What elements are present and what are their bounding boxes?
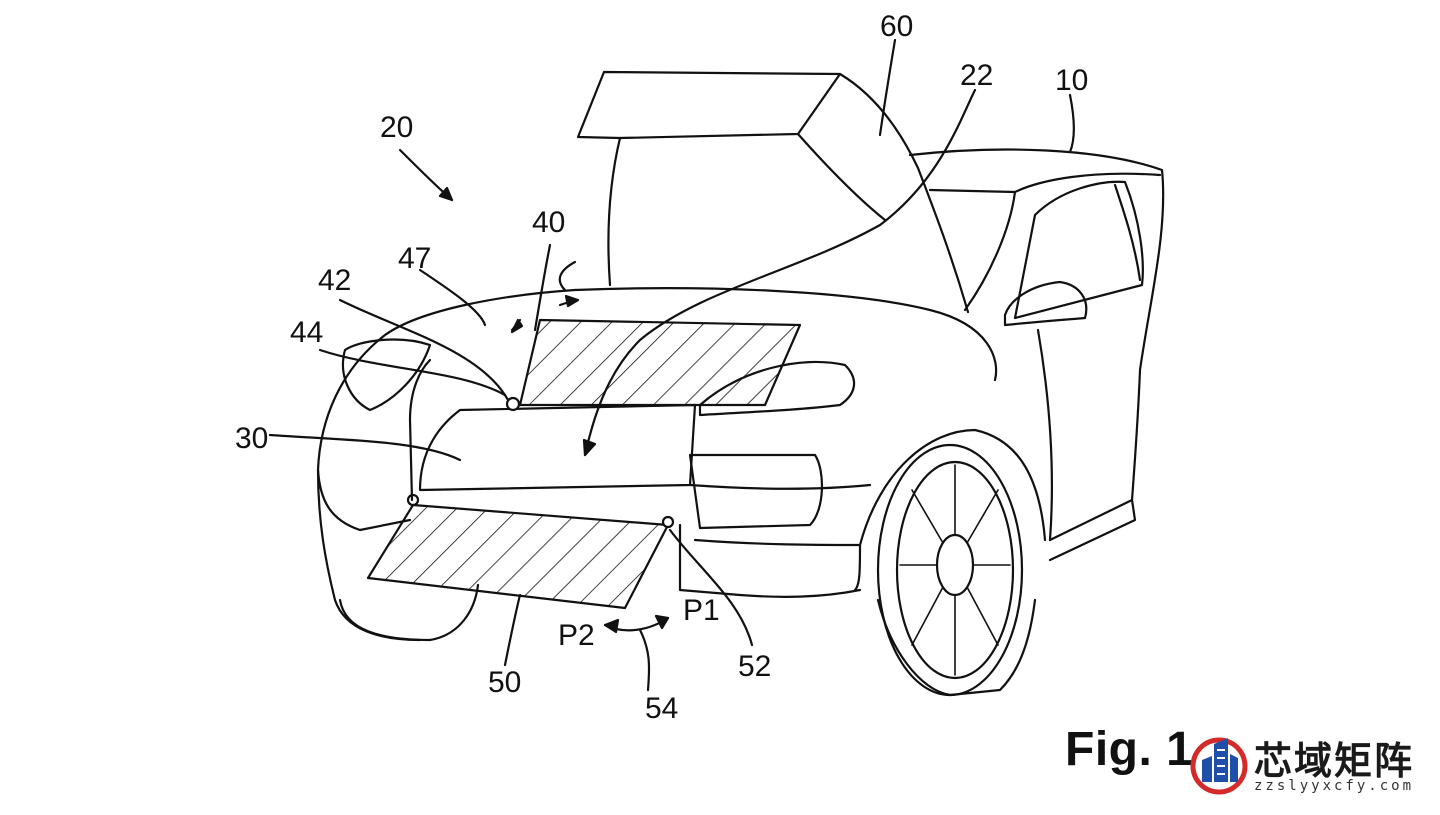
watermark-url: zzslyyxcfy.com	[1254, 778, 1415, 794]
ref-47: 47	[398, 242, 431, 275]
ref-30: 30	[235, 422, 268, 455]
ref-60: 60	[880, 10, 913, 43]
ref-20: 20	[380, 111, 413, 144]
lower-panel-50	[366, 503, 670, 610]
leader-30	[268, 433, 462, 462]
fog-light	[688, 453, 824, 530]
ref-10: 10	[1055, 64, 1088, 97]
leader-54	[638, 628, 651, 692]
leader-50	[503, 593, 522, 667]
pivot-42-circle	[505, 396, 521, 412]
left-headlight	[341, 338, 432, 412]
ref-p1: P1	[683, 594, 720, 627]
leader-42	[338, 298, 510, 402]
watermark-name: 芯域矩阵	[1254, 739, 1415, 783]
side-window	[1013, 180, 1144, 320]
right-wheel-outer	[876, 443, 1024, 697]
hood-side	[838, 72, 970, 314]
leader-10	[1068, 93, 1075, 154]
ref-p2: P2	[558, 619, 595, 652]
body-roof-line	[908, 148, 1165, 502]
watermark-logo: 芯域矩阵 zzslyyxcfy.com	[1188, 730, 1428, 800]
a-pillar	[1013, 172, 1162, 194]
leader-60	[878, 38, 897, 137]
hinge-52-circle	[661, 515, 675, 529]
door-line	[1036, 328, 1054, 542]
leader-47	[418, 268, 487, 327]
leader-44	[318, 348, 507, 397]
windshield	[928, 188, 1017, 312]
bumper	[316, 468, 412, 532]
ref-42: 42	[318, 264, 351, 297]
figure-caption: Fig. 1	[1065, 723, 1194, 776]
left-wheel	[338, 583, 480, 642]
ref-44: 44	[290, 316, 323, 349]
ref-52: 52	[738, 650, 771, 683]
wheel-arch	[858, 428, 1047, 547]
front-body-outline	[316, 288, 577, 642]
leader-40	[533, 243, 552, 332]
wheel-spokes	[899, 464, 1011, 676]
right-wheel-rim	[895, 460, 1015, 680]
ref-40: 40	[532, 206, 565, 239]
leader-52	[668, 528, 754, 647]
leader-22	[583, 88, 977, 457]
right-wheel-hub	[935, 533, 975, 597]
cover-panel-40	[518, 318, 802, 407]
raised-hood	[576, 70, 842, 140]
mirror	[1003, 280, 1088, 327]
ref-22: 22	[960, 59, 993, 92]
ref-50: 50	[488, 666, 521, 699]
front-body-30	[418, 403, 697, 492]
building-logo-icon	[1190, 737, 1248, 795]
ref-54: 54	[645, 692, 678, 725]
